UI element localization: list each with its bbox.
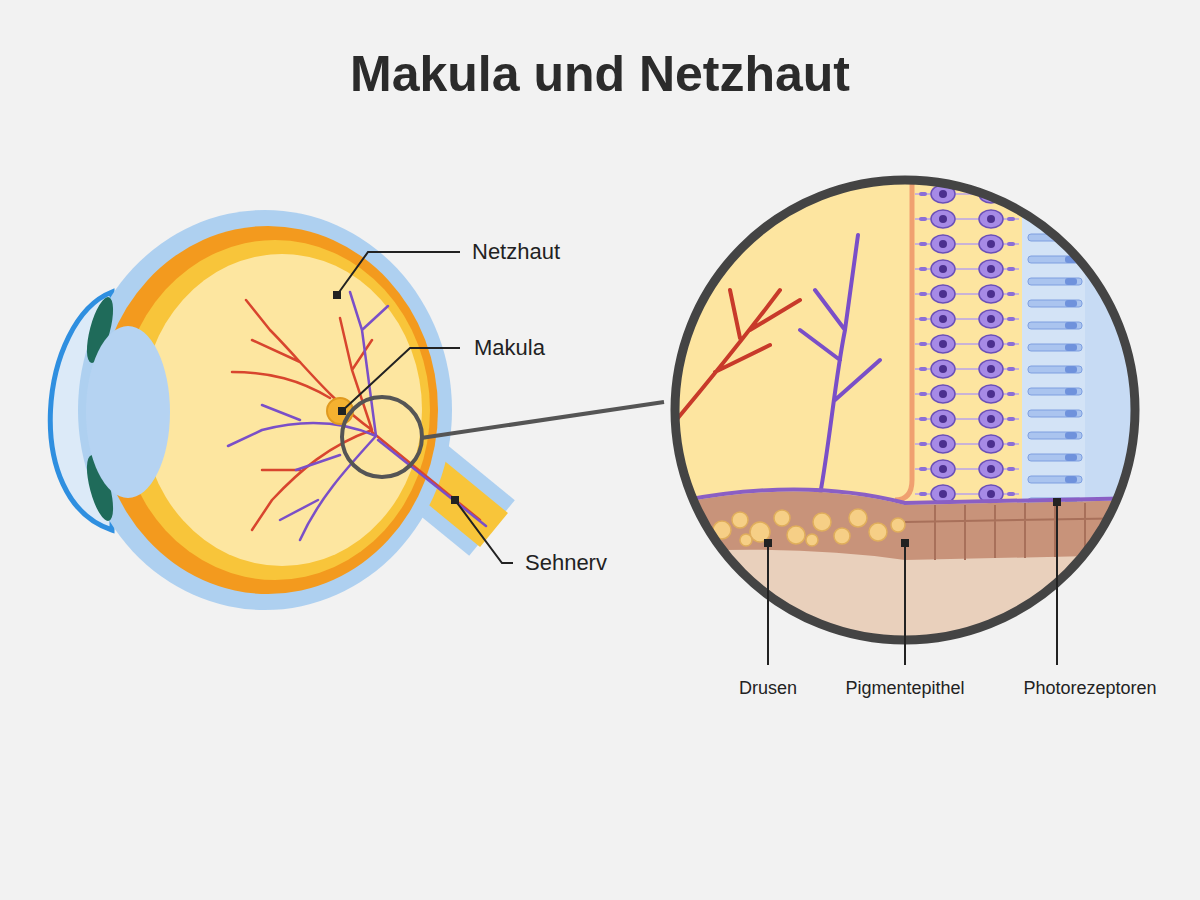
sclera [78, 210, 452, 610]
drusen-deposits [713, 509, 905, 546]
lens [86, 326, 170, 498]
part-label: Netzhaut [472, 239, 560, 264]
part-label: Makula [474, 335, 545, 360]
vitreous-body [142, 254, 422, 566]
zoom-marker [342, 397, 422, 477]
part-label: Pigmentepithel [845, 678, 964, 699]
retinal-vessels [228, 292, 486, 540]
magnified-retina [670, 175, 1145, 650]
leader-lines [337, 252, 1057, 665]
part-label: Sehnerv [525, 550, 607, 575]
part-label: Photorezeptoren [1023, 678, 1156, 699]
part-label: Drusen [739, 678, 797, 699]
leader-dots [333, 291, 1061, 547]
zoom-line [421, 402, 664, 438]
diagram-title: Makula und Netzhaut [350, 46, 850, 104]
